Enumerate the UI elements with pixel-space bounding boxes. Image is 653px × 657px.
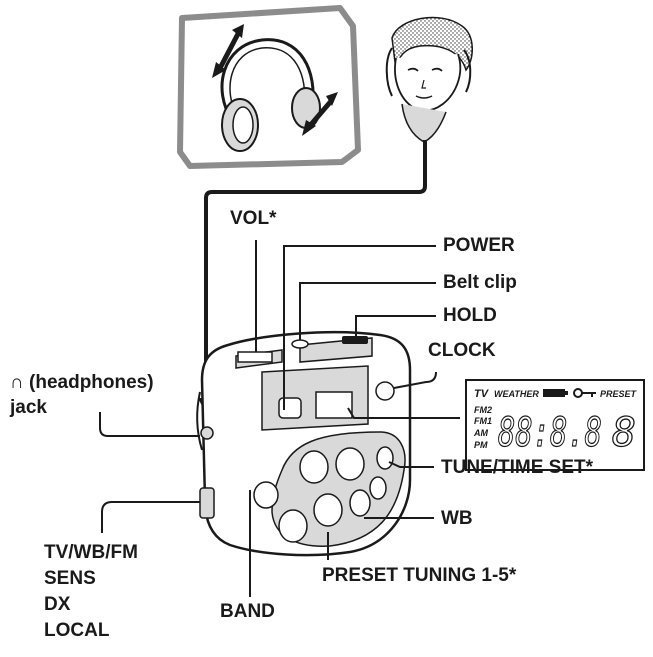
headphones-inset: [177, 5, 361, 169]
band-button: [253, 481, 279, 509]
lcd-weather: WEATHER: [494, 389, 539, 399]
headphone-cord: [204, 140, 427, 390]
lcd-band-2: AM: [473, 428, 488, 438]
leader-lines: [99, 240, 460, 597]
wb-label: WB: [441, 508, 473, 529]
lcd-band-3: PM: [474, 440, 488, 450]
battery-icon: [543, 389, 565, 397]
clock-button: [375, 381, 395, 401]
jack-label: jack: [10, 397, 47, 418]
band-switch-label-1: SENS: [44, 568, 96, 589]
tune-button-down: [369, 476, 387, 500]
headphone-jack: [200, 426, 214, 440]
hold-label: HOLD: [443, 305, 497, 326]
headphones-icon: ∩: [10, 372, 24, 393]
lcd-last-digit: 8: [612, 410, 636, 456]
lcd-band-0: FM2: [474, 405, 492, 415]
band-switch-label-0: TV/WB/FM: [44, 542, 138, 563]
lcd-tv: TV: [474, 388, 490, 400]
lcd-preset: PRESET: [600, 389, 638, 399]
belt-clip: [291, 339, 309, 349]
band-switch: [199, 487, 215, 519]
preset-tuning-label: PRESET TUNING 1-5*: [322, 565, 517, 586]
lcd-band-1: FM1: [474, 416, 492, 426]
headphones-label: ∩ (headphones): [10, 372, 154, 394]
vol-label: VOL*: [230, 208, 277, 229]
hold-switch: [342, 336, 368, 344]
clock-label: CLOCK: [428, 340, 496, 361]
wb-button: [349, 489, 371, 517]
band-switch-label-2: DX: [44, 594, 71, 615]
power-button: [278, 397, 302, 419]
power-label: POWER: [443, 235, 515, 256]
vol-wheel: [237, 351, 273, 363]
belt-clip-label: Belt clip: [443, 272, 517, 293]
band-switch-label-3: LOCAL: [44, 620, 110, 641]
lcd-digits: 88:8.8: [498, 410, 602, 456]
preset-buttons: [278, 447, 365, 543]
radio-body: [196, 330, 412, 557]
person-head-icon: [385, 16, 473, 143]
display-window: [315, 391, 353, 419]
tune-button-up: [376, 446, 394, 470]
tune-time-set-label: TUNE/TIME SET*: [441, 457, 594, 478]
headphones-text: (headphones): [29, 372, 154, 393]
lcd-panel: TV WEATHER PRESET FM2 FM1 AM PM 88:8.8 8: [465, 379, 645, 471]
band-label: BAND: [220, 601, 275, 622]
